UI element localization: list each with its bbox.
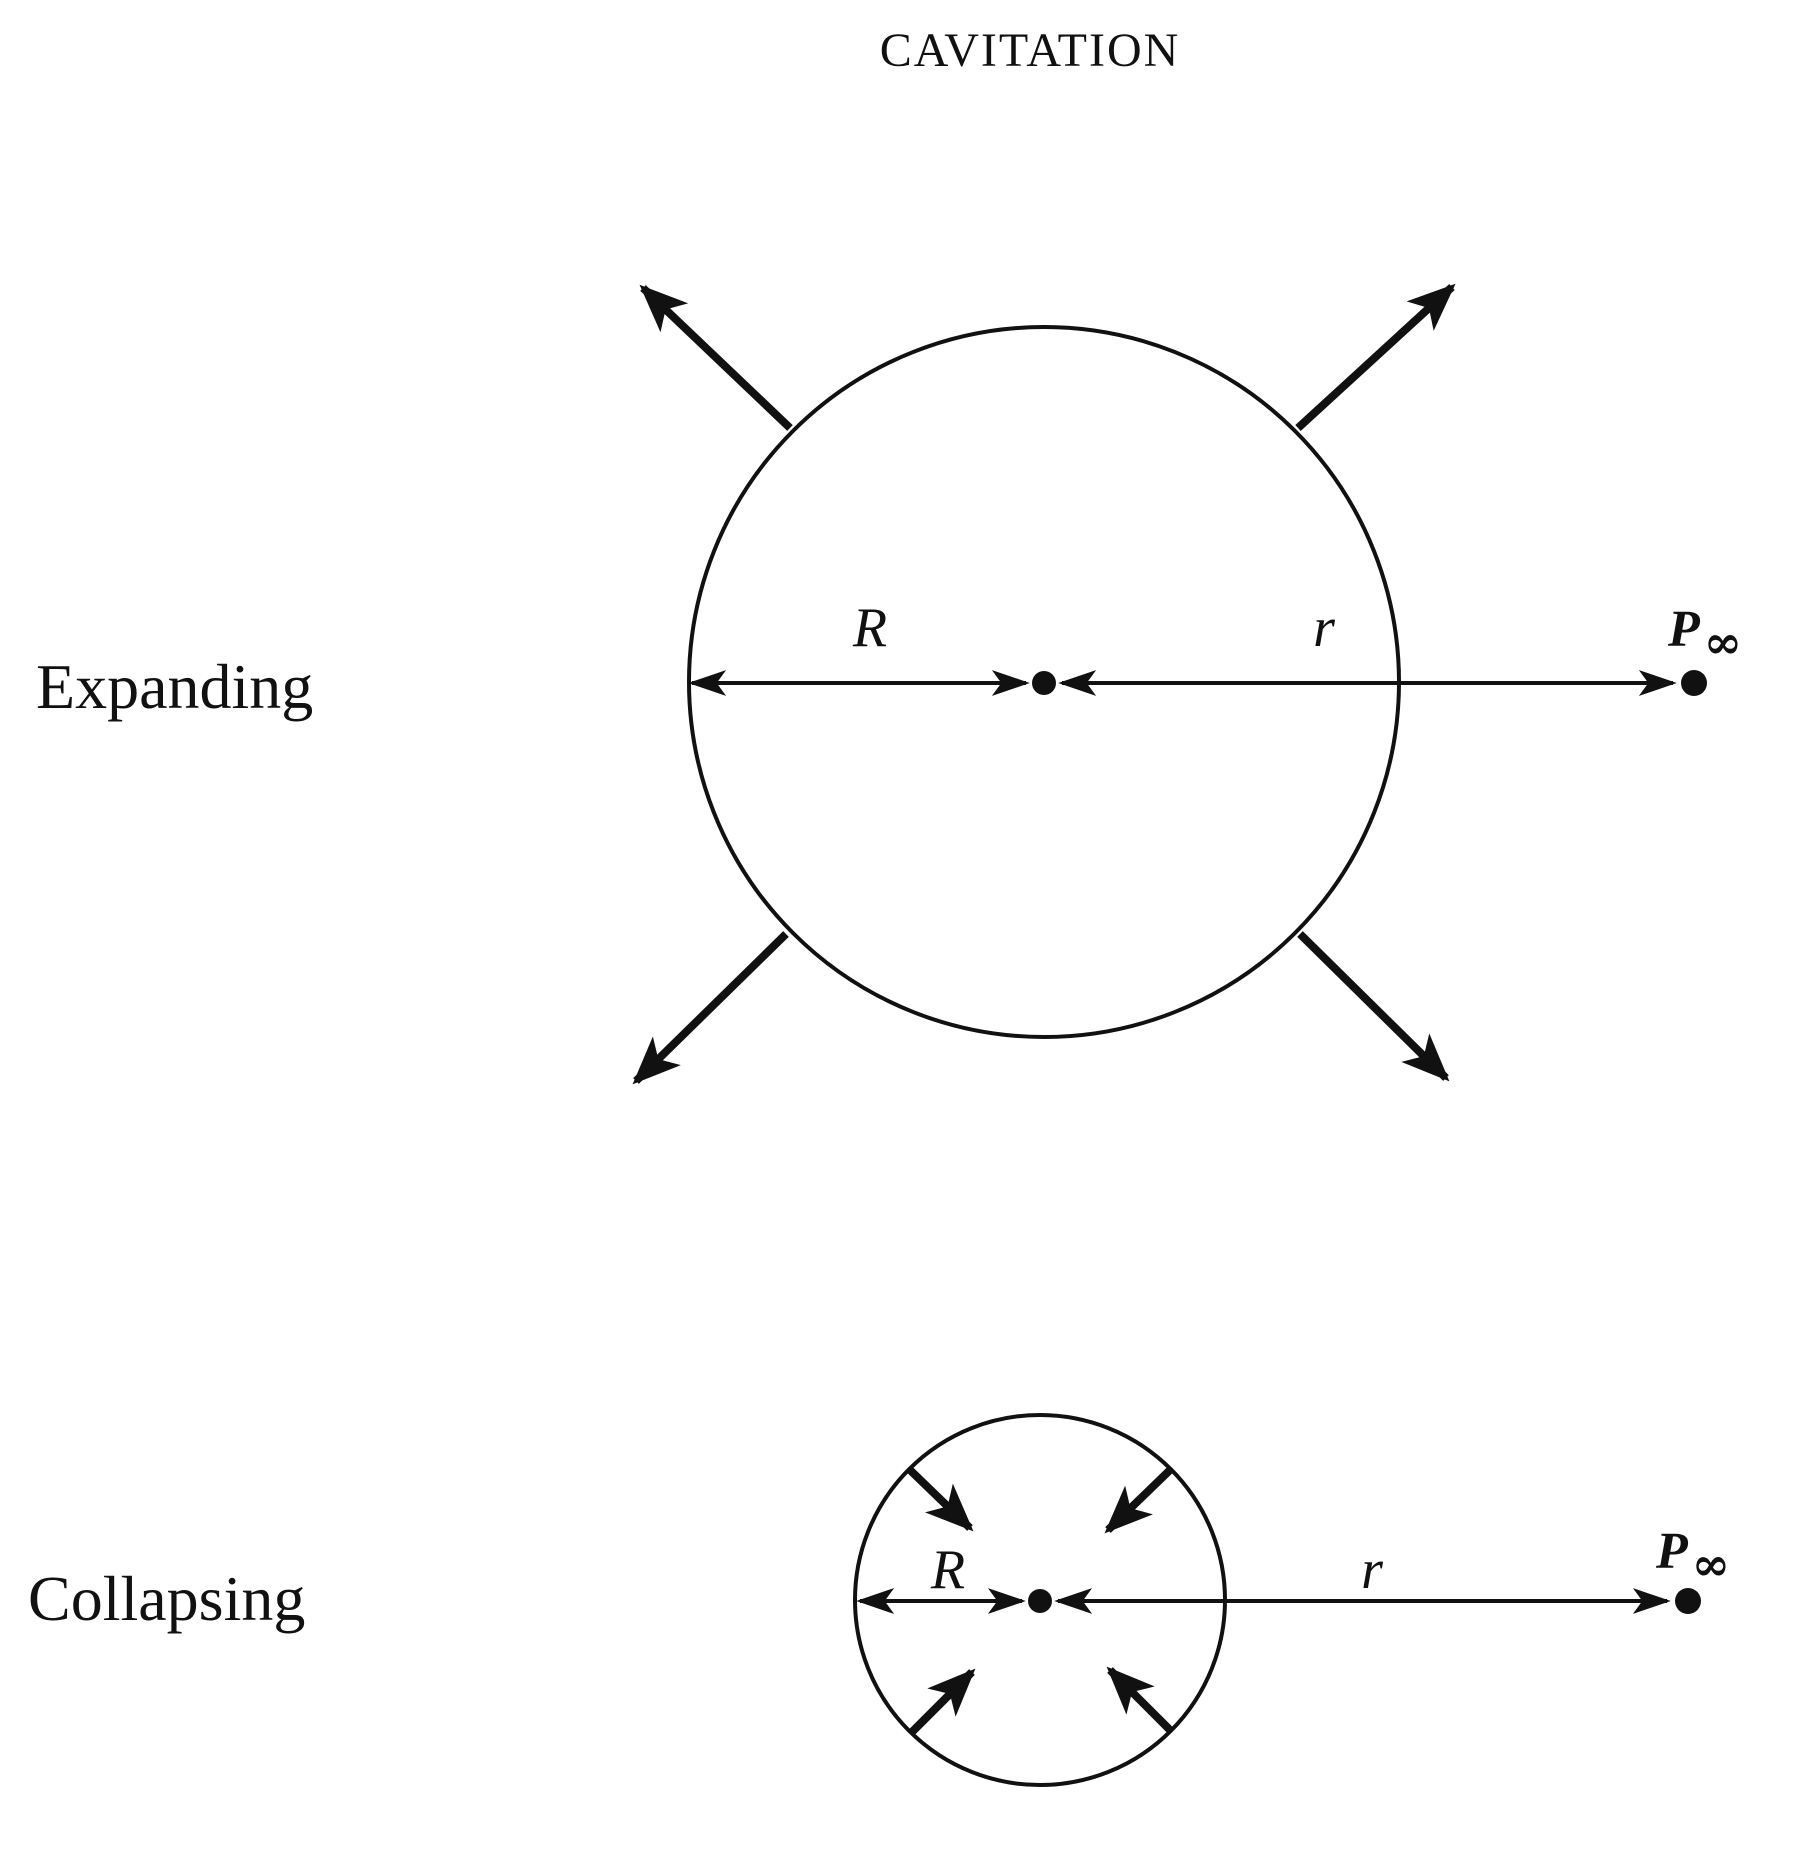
collapsing-distance-symbol: r (1361, 1539, 1383, 1601)
expanding-arrow-upper-right (1295, 283, 1456, 431)
expanding-label: Expanding (36, 651, 313, 722)
expanding-arrow-lower-right (1297, 931, 1450, 1082)
expanding-pressure-subscript: ∞ (1704, 615, 1742, 669)
collapsing-pressure-label: P∞ (1655, 1523, 1730, 1591)
collapsing-pressure-subscript: ∞ (1692, 1537, 1730, 1591)
expanding-distance-symbol: r (1313, 597, 1335, 659)
collapsing-radius-symbol: R (930, 1539, 965, 1601)
collapsing-label: Collapsing (28, 1563, 305, 1634)
expanding-pressure-symbol: P (1667, 601, 1701, 658)
expanding-arrow-lower-left (632, 931, 789, 1085)
collapsing-diagram: Collapsing R r P∞ (28, 1413, 1730, 1787)
expanding-far-field-point (1681, 670, 1707, 696)
expanding-radius-symbol: R (852, 597, 887, 659)
expanding-diagram: Expanding R r P∞ (36, 283, 1742, 1085)
collapsing-pressure-symbol: P (1655, 1523, 1689, 1580)
expanding-arrow-upper-left (639, 284, 793, 431)
collapsing-arrow-upper-right (1104, 1467, 1173, 1534)
collapsing-arrow-lower-left (909, 1668, 976, 1735)
collapsing-arrow-upper-left (907, 1467, 974, 1532)
expanding-pressure-label: P∞ (1667, 601, 1742, 669)
expanding-center-point (1032, 671, 1056, 695)
collapsing-far-field-point (1675, 1588, 1701, 1614)
page-header: CAVITATION (880, 24, 1181, 77)
collapsing-center-point (1028, 1589, 1052, 1613)
collapsing-arrow-lower-right (1106, 1666, 1173, 1733)
